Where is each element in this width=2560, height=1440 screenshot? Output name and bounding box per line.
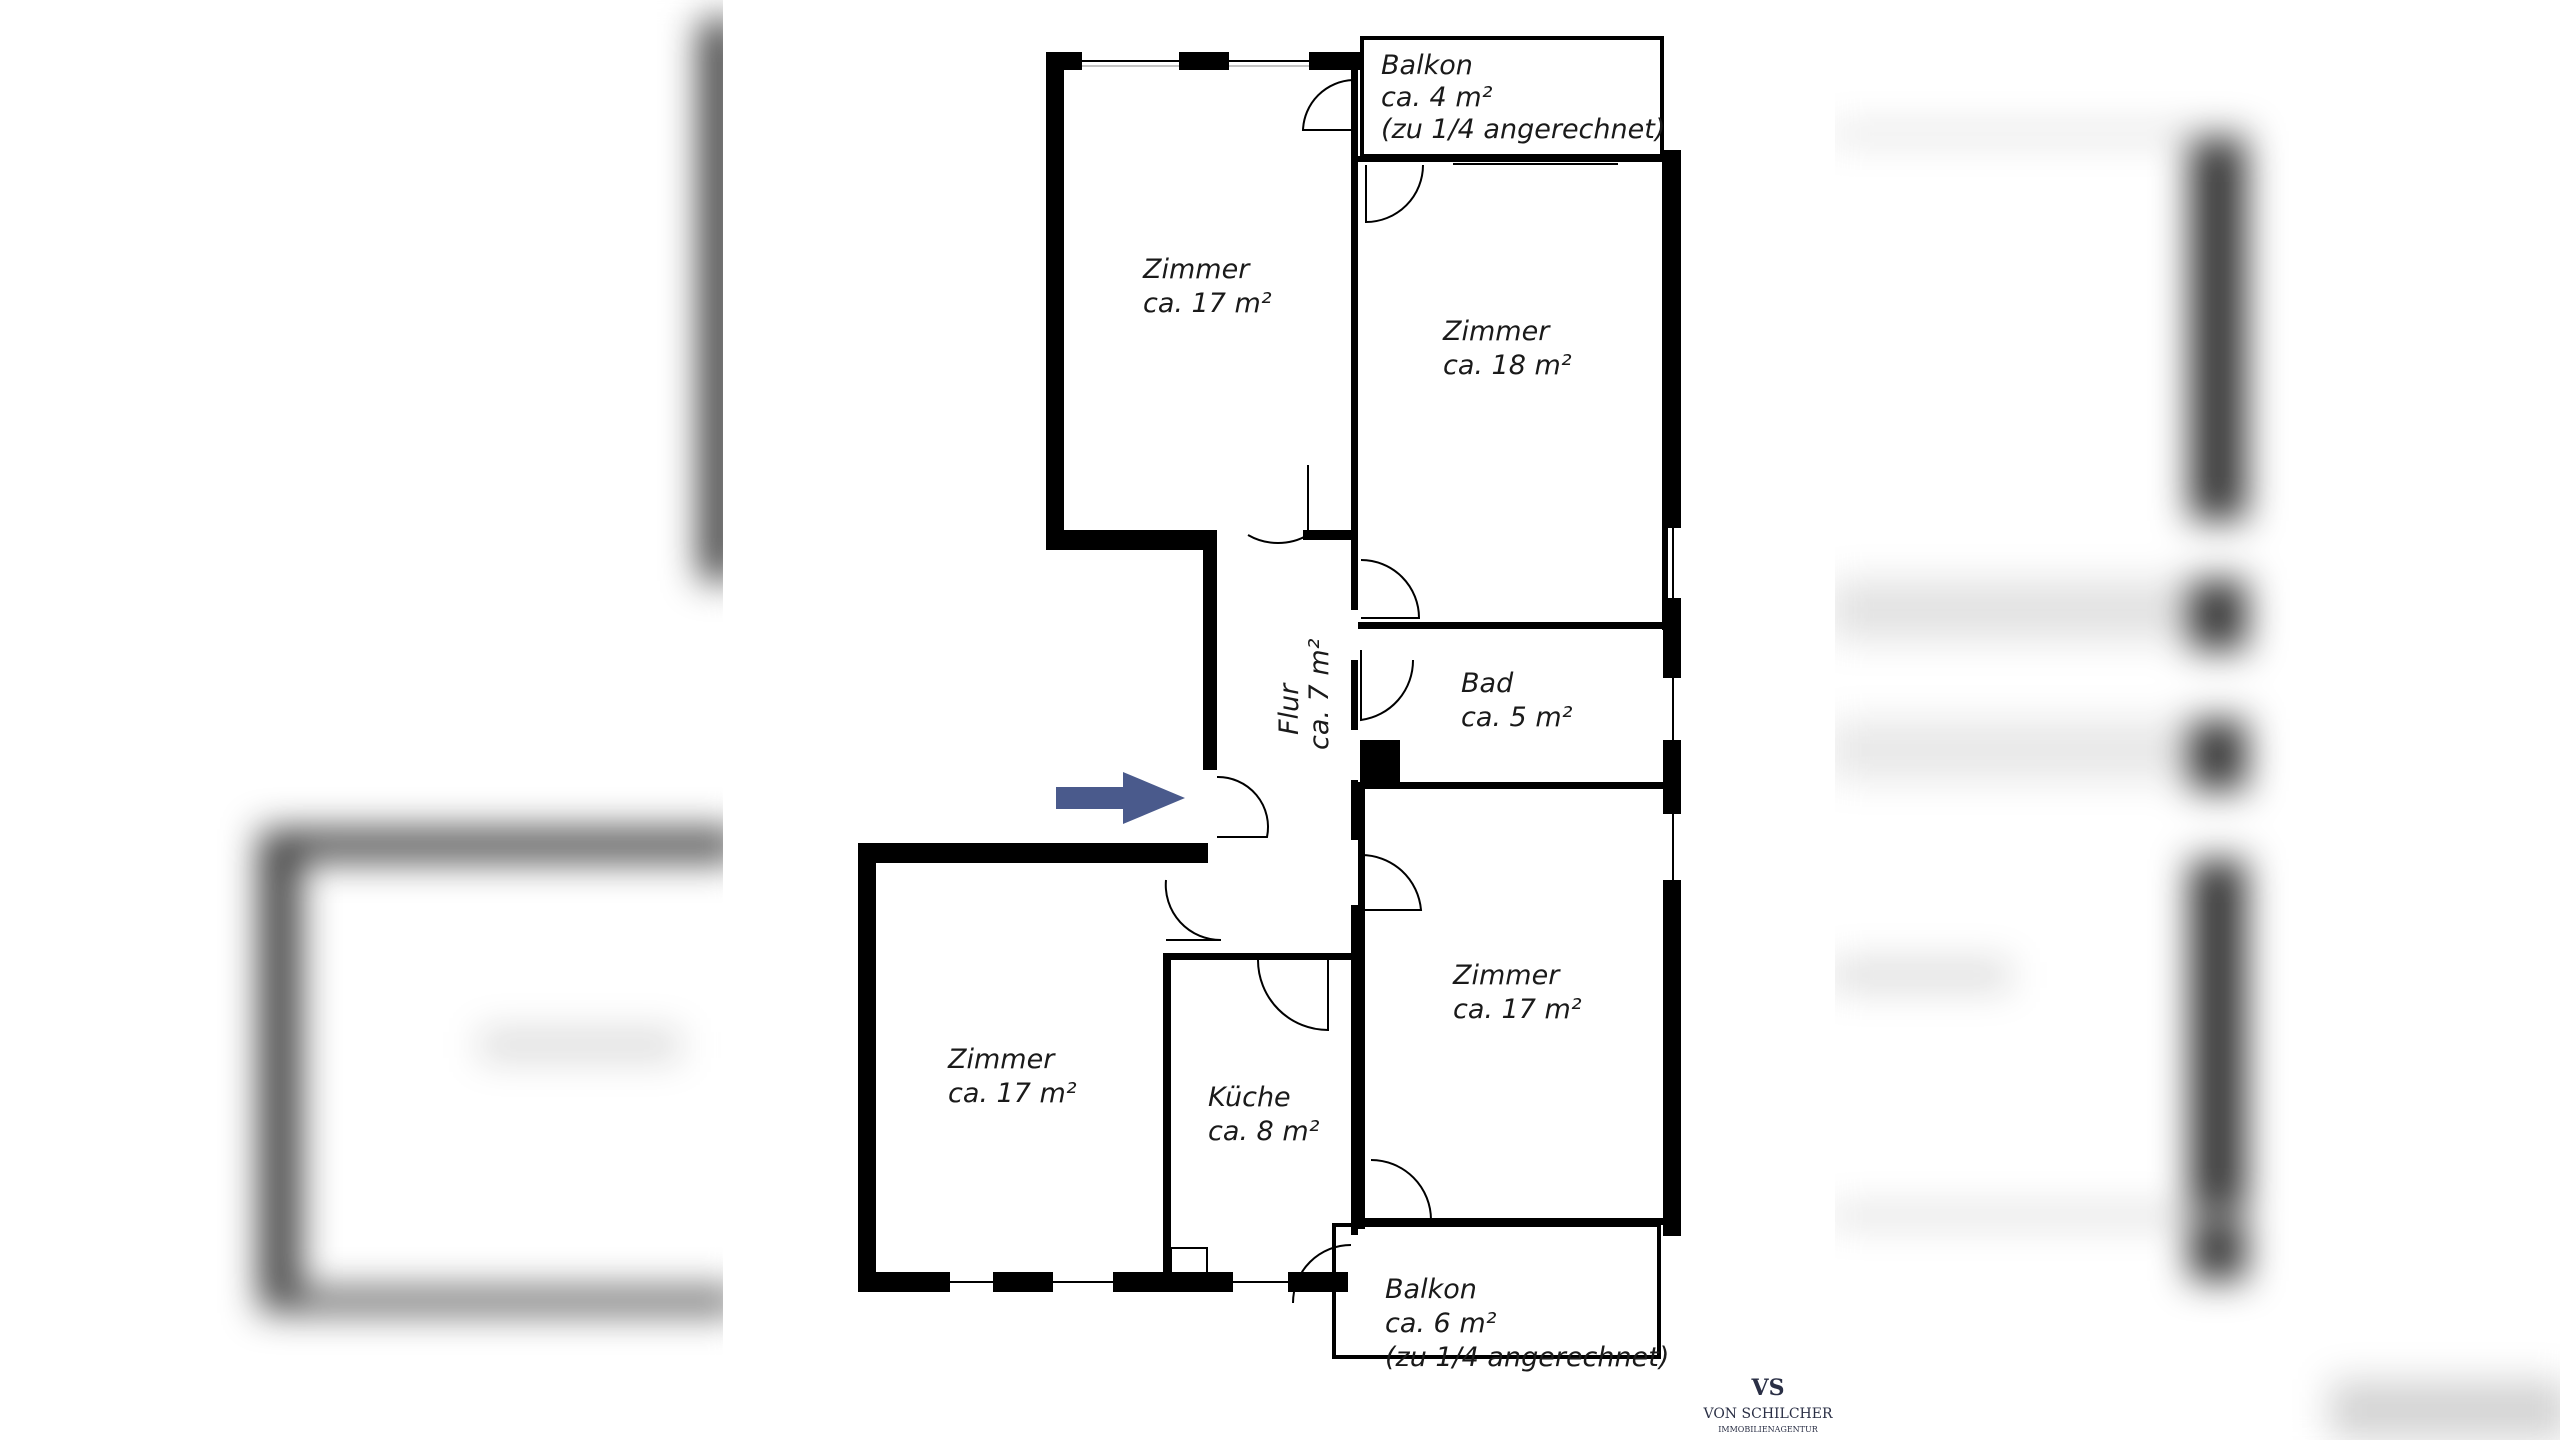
blurred-background-right bbox=[1830, 0, 2560, 1440]
room-zimmer-sw-walls bbox=[858, 843, 1233, 1292]
entrance-arrow-icon bbox=[1056, 772, 1185, 824]
svg-text:(zu 1/4 angerechnet): (zu 1/4 angerechnet) bbox=[1381, 114, 1665, 145]
room-label-kueche: Küche ca. 8 m² bbox=[1208, 1082, 1320, 1147]
svg-text:(zu 1/4 angerechnet): (zu 1/4 angerechnet) bbox=[1385, 1342, 1669, 1373]
svg-text:Balkon: Balkon bbox=[1381, 50, 1473, 81]
svg-text:ca. 18 m²: ca. 18 m² bbox=[1443, 350, 1572, 381]
floor-plan-svg: Balkon ca. 4 m² (zu 1/4 angerechnet) Zim… bbox=[858, 36, 1833, 1434]
door-se-hall bbox=[1360, 853, 1423, 911]
svg-text:ca. 5 m²: ca. 5 m² bbox=[1461, 702, 1573, 733]
room-zimmer-nw-walls bbox=[1046, 52, 1362, 550]
svg-text:VON SCHILCHER: VON SCHILCHER bbox=[1702, 1406, 1833, 1422]
svg-text:VS: VS bbox=[1751, 1375, 1785, 1401]
hallway-walls bbox=[1203, 530, 1358, 1000]
floor-plan-panel: Balkon ca. 4 m² (zu 1/4 angerechnet) Zim… bbox=[723, 0, 1835, 1440]
room-bad-walls bbox=[1358, 598, 1681, 814]
door-bad bbox=[1360, 650, 1415, 722]
svg-text:Zimmer: Zimmer bbox=[1142, 254, 1251, 285]
room-label-zimmer-nw: Zimmer ca. 17 m² bbox=[1142, 254, 1272, 319]
room-label-zimmer-sw: Zimmer ca. 17 m² bbox=[947, 1044, 1077, 1109]
svg-text:ca. 8 m²: ca. 8 m² bbox=[1208, 1116, 1320, 1147]
svg-text:Bad: Bad bbox=[1461, 668, 1514, 699]
svg-text:Balkon: Balkon bbox=[1385, 1274, 1477, 1305]
door-nw-balcony bbox=[1301, 78, 1354, 131]
svg-text:Zimmer: Zimmer bbox=[1442, 316, 1551, 347]
door-kueche-balcony bbox=[1292, 1244, 1352, 1304]
svg-text:ca. 17 m²: ca. 17 m² bbox=[1453, 994, 1582, 1025]
svg-text:Flur: Flur bbox=[1274, 682, 1305, 735]
balcony-bottom-outline bbox=[1332, 1223, 1661, 1359]
doors bbox=[1164, 78, 1433, 1304]
svg-text:ca. 17 m²: ca. 17 m² bbox=[948, 1078, 1077, 1109]
door-ne-hall bbox=[1360, 559, 1421, 619]
door-sw-hall bbox=[1164, 879, 1222, 942]
room-label-flur: Flur ca. 7 m² bbox=[1274, 638, 1335, 750]
svg-text:IMMOBILIENAGENTUR: IMMOBILIENAGENTUR bbox=[1718, 1425, 1819, 1434]
door-ne-balcony bbox=[1365, 164, 1424, 224]
company-logo: VS VON SCHILCHER IMMOBILIENAGENTUR bbox=[1702, 1375, 1833, 1434]
svg-text:Küche: Küche bbox=[1208, 1082, 1291, 1113]
room-label-balkon-top: Balkon ca. 4 m² (zu 1/4 angerechnet) bbox=[1381, 50, 1665, 145]
svg-text:Zimmer: Zimmer bbox=[1452, 960, 1561, 991]
svg-text:Zimmer: Zimmer bbox=[947, 1044, 1056, 1075]
door-entrance bbox=[1216, 775, 1269, 838]
svg-text:ca. 4 m²: ca. 4 m² bbox=[1381, 82, 1493, 113]
blurred-background-left bbox=[0, 0, 740, 1440]
svg-text:ca. 7 m²: ca. 7 m² bbox=[1304, 638, 1335, 750]
room-label-zimmer-ne: Zimmer ca. 18 m² bbox=[1442, 316, 1572, 381]
door-nw-hall bbox=[1247, 534, 1309, 545]
room-zimmer-ne-walls bbox=[1358, 150, 1681, 630]
svg-text:ca. 17 m²: ca. 17 m² bbox=[1143, 288, 1272, 319]
room-label-bad: Bad ca. 5 m² bbox=[1461, 668, 1573, 733]
room-label-zimmer-se: Zimmer ca. 17 m² bbox=[1452, 960, 1582, 1025]
door-kueche bbox=[1257, 959, 1329, 1032]
svg-text:ca. 6 m²: ca. 6 m² bbox=[1385, 1308, 1497, 1339]
door-se-balcony bbox=[1370, 1159, 1433, 1221]
room-label-balkon-bottom: Balkon ca. 6 m² (zu 1/4 angerechnet) bbox=[1385, 1274, 1669, 1373]
